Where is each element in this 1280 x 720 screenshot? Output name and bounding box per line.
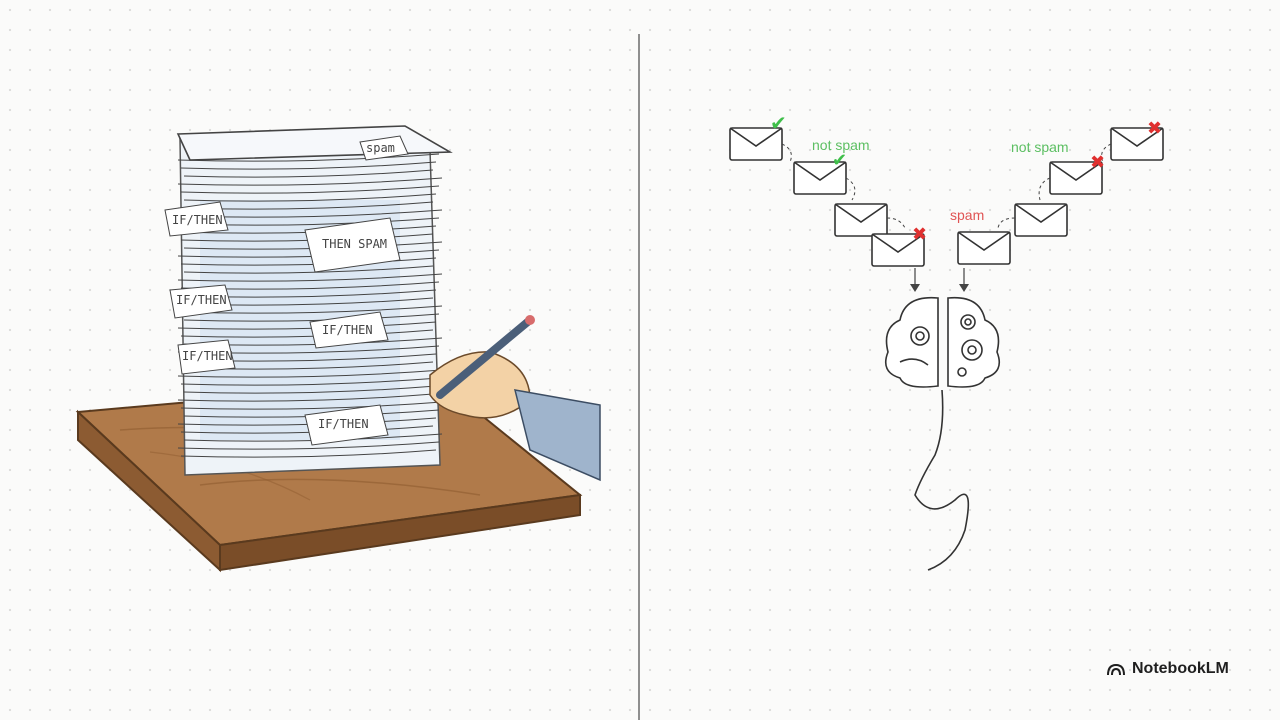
- note-6-text: spam: [366, 141, 395, 155]
- paper-edge-line: [177, 153, 440, 162]
- paper-edge-line: [177, 177, 443, 186]
- watermark-text: NotebookLM: [1132, 660, 1229, 677]
- note-3-text: IF/THEN: [176, 293, 227, 307]
- paper-edge-line: [180, 401, 443, 410]
- note-7: IF/THEN: [304, 404, 389, 446]
- email-ham-4: [1014, 203, 1068, 237]
- paper-edge-line: [177, 273, 443, 282]
- email-ham-2: [834, 203, 888, 237]
- note-7-text: IF/THEN: [318, 417, 369, 431]
- cross-icon: ✖: [1090, 152, 1105, 172]
- paper-edge-line: [180, 377, 440, 386]
- email-spam-1: [793, 161, 847, 195]
- arrow-head: [910, 284, 920, 292]
- email-spam-2: [871, 233, 925, 267]
- paper-edge-line: [183, 169, 434, 178]
- email-chain-left: ✔ ✔ ✖: [729, 113, 927, 292]
- paper-edge-line: [177, 441, 440, 450]
- note-5: IF/THEN: [177, 339, 236, 375]
- label-not-spam-left: not spam: [812, 137, 870, 153]
- note-5-text: IF/THEN: [182, 349, 233, 363]
- note-2-text: THEN SPAM: [322, 237, 387, 251]
- note-4-text: IF/THEN: [322, 323, 373, 337]
- label-not-spam-right: not spam: [1011, 139, 1069, 155]
- email-chain-right: ✖ ✖: [957, 118, 1164, 292]
- paper-edge-line: [180, 329, 434, 338]
- check-icon: ✔: [832, 150, 847, 170]
- arrow-head: [959, 284, 969, 292]
- paper-edge-line: [183, 265, 434, 274]
- output-wave: [914, 389, 970, 571]
- spam-classifier-diagram: ✔ ✔ ✖ not spam: [729, 113, 1164, 571]
- paper-stack: [179, 137, 441, 476]
- paper-edge-line: [180, 161, 437, 170]
- note-1-text: IF/THEN: [172, 213, 223, 227]
- note-1: IF/THEN: [164, 201, 229, 237]
- paper-edge-line: [180, 185, 440, 194]
- email-ham-3: [1049, 161, 1103, 195]
- email-spam-3: [1110, 127, 1164, 161]
- paper-edges: [177, 153, 443, 458]
- note-2: THEN SPAM: [304, 217, 401, 273]
- notebooklm-logo-icon: [1107, 663, 1125, 676]
- note-3: IF/THEN: [169, 284, 233, 319]
- note-4: IF/THEN: [309, 311, 389, 349]
- email-spam-4: [957, 231, 1011, 265]
- brain-icon: [884, 296, 1001, 388]
- paper-edge-line: [183, 313, 440, 322]
- note-6: spam: [359, 135, 409, 161]
- paper-edge-line: [180, 425, 434, 434]
- paper-edge-line: [177, 321, 437, 330]
- cross-icon: ✖: [912, 224, 927, 244]
- email-ham-1: [729, 127, 783, 161]
- rules-paper-stack-illustration: IF/THEN THEN SPAM IF/THEN IF/THEN IF/THE…: [75, 125, 601, 573]
- paper-edge-line: [180, 257, 437, 266]
- panel-divider: [638, 34, 640, 720]
- paper-edge-line: [177, 369, 443, 378]
- paper-edge-line: [180, 449, 437, 458]
- writing-hand: [429, 315, 601, 482]
- paper-edge-line: [183, 385, 437, 394]
- paper-edge-line: [177, 249, 440, 258]
- cross-icon: ✖: [1147, 118, 1162, 138]
- notebooklm-watermark: NotebookLM: [1106, 660, 1229, 678]
- paper-edge-line: [177, 393, 434, 402]
- label-spam: spam: [950, 207, 984, 223]
- check-icon: ✔: [770, 113, 787, 135]
- paper-edge-line: [183, 193, 437, 202]
